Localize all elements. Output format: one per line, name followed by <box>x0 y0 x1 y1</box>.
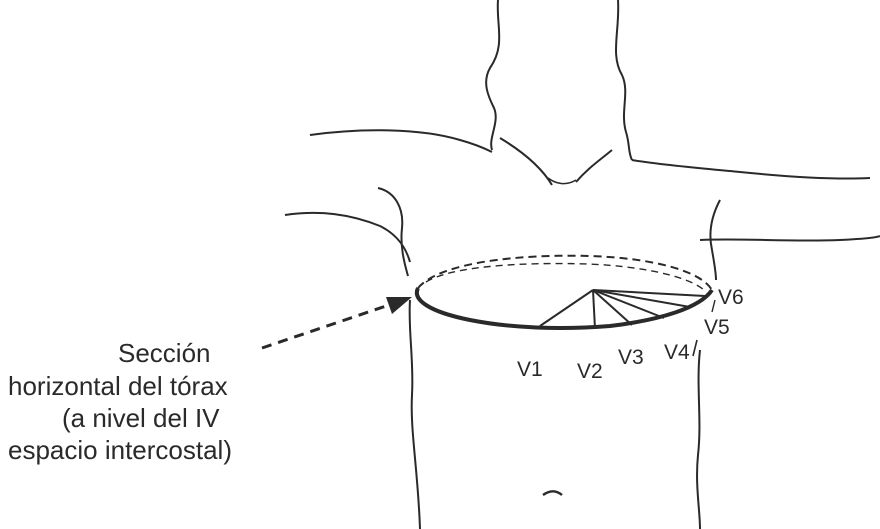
tick-v4 <box>693 340 697 356</box>
navel-mark <box>543 491 562 495</box>
label-v3: V3 <box>618 346 644 369</box>
left-arm-lower-outline <box>285 213 410 262</box>
label-v6: V6 <box>718 286 744 309</box>
vector-v1 <box>540 290 593 326</box>
torso-left-side-outline <box>410 300 420 529</box>
caption-line-3: (a nivel del IV <box>62 403 220 433</box>
thorax-section-back-dashed-inner <box>426 264 704 290</box>
sternum-notch-outline <box>548 178 576 184</box>
caption-line-1: Sección <box>118 338 211 368</box>
left-shoulder-outline <box>310 130 492 152</box>
right-clavicle-outline <box>576 150 612 182</box>
label-v2: V2 <box>577 360 603 383</box>
left-clavicle-outline <box>500 138 552 185</box>
neck-right-outline <box>616 0 632 160</box>
neck-left-outline <box>486 0 499 150</box>
label-v5: V5 <box>704 316 730 339</box>
right-shoulder-outline <box>632 160 870 179</box>
label-v1: V1 <box>517 358 543 381</box>
pectoral-left-outline <box>378 188 408 276</box>
caption-line-4: espacio intercostal) <box>8 435 232 465</box>
torso-right-side-outline <box>697 350 700 529</box>
right-arm-lower-outline <box>700 236 880 241</box>
pointer-arrowhead <box>386 297 412 314</box>
label-v4: V4 <box>664 341 690 364</box>
pointer-dashed-line <box>262 304 392 348</box>
vector-v2 <box>593 290 595 329</box>
thorax-section-back-dashed <box>418 256 712 290</box>
tick-v6 <box>712 300 715 312</box>
caption-line-2: horizontal del tórax <box>8 371 228 401</box>
